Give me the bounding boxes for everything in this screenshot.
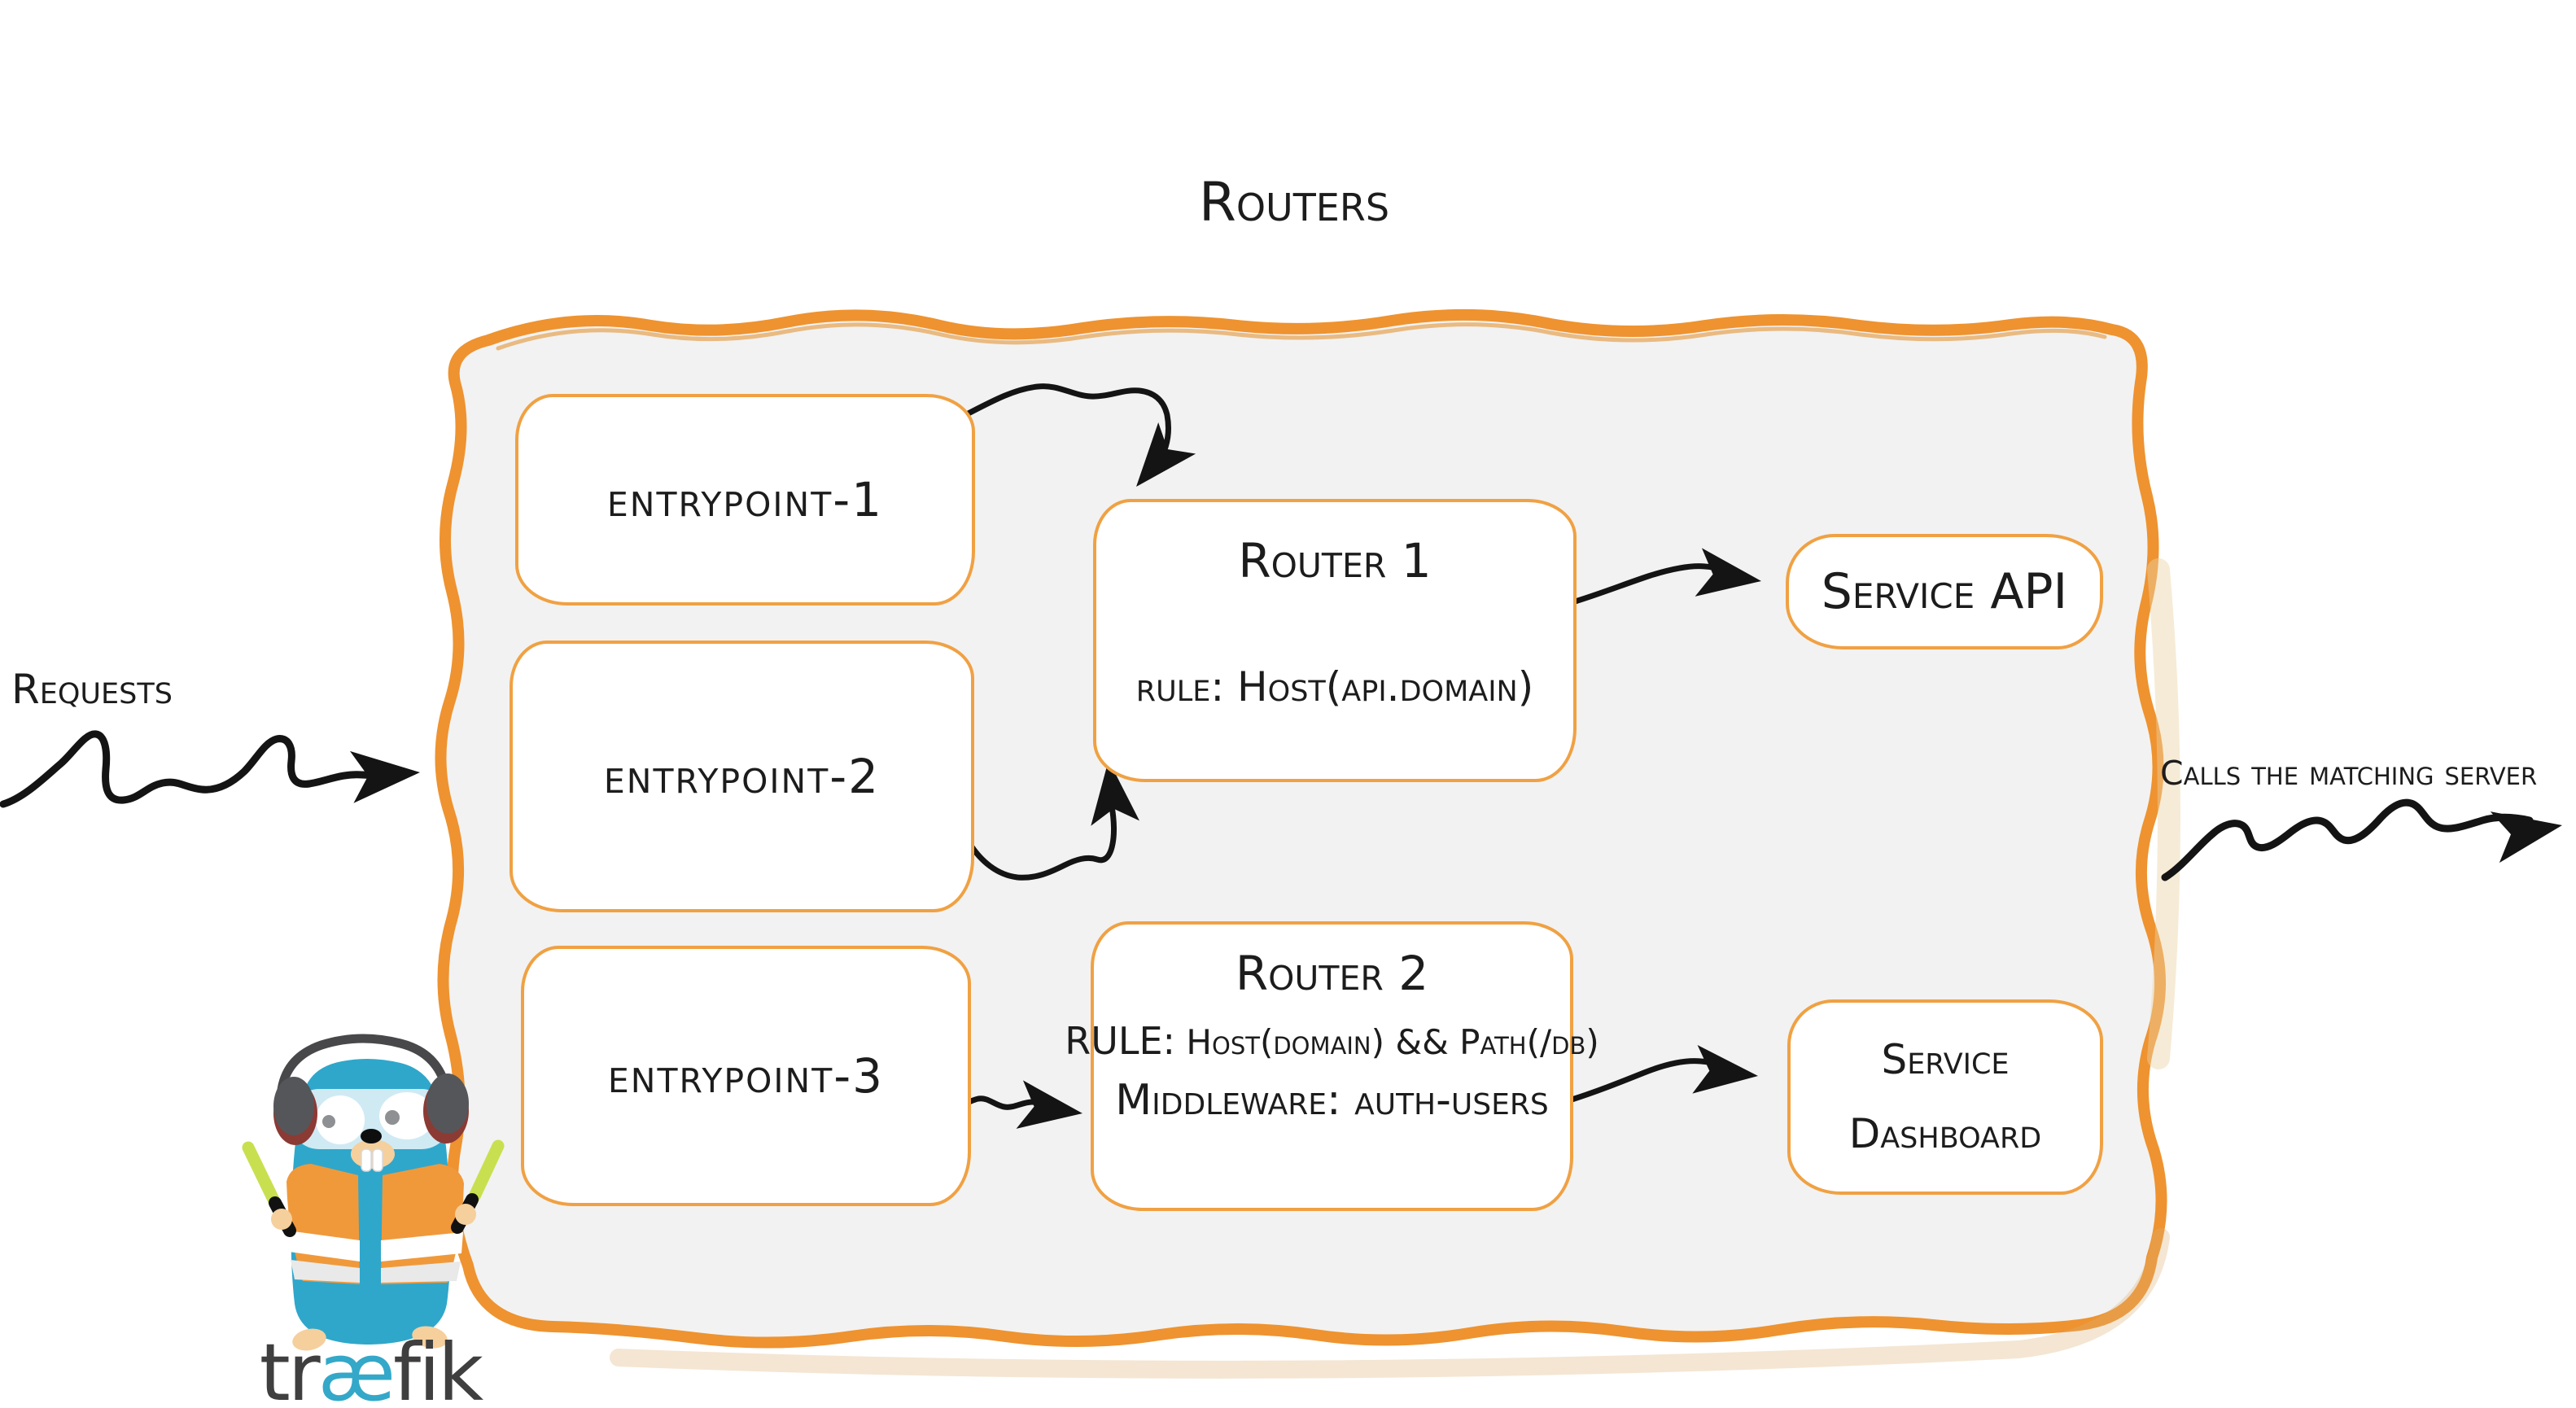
marshalling-wand-icon bbox=[468, 1139, 505, 1203]
gopher-pupil bbox=[322, 1115, 335, 1128]
router-2-middleware: Middleware: auth-users bbox=[1115, 1076, 1549, 1125]
service-api-label: Service API bbox=[1821, 563, 2068, 620]
gopher-hand bbox=[455, 1204, 476, 1225]
vest-stripe bbox=[381, 1232, 463, 1262]
arrowhead-icon bbox=[1695, 548, 1761, 597]
arrowhead-icon bbox=[1136, 422, 1196, 487]
arrowhead-icon bbox=[1091, 760, 1139, 826]
router-2-rule: RULE: Host(domain) && Path(/db) bbox=[1065, 1019, 1599, 1063]
arrow-entrypoint1-to-router1 bbox=[959, 383, 1196, 487]
vest-stripe bbox=[381, 1262, 461, 1283]
service-dashboard-label-line1: Service bbox=[1881, 1036, 2010, 1083]
gopher-hand bbox=[271, 1209, 292, 1230]
service-dashboard-box: Service Dashboard bbox=[1787, 999, 2103, 1195]
router-2-rule-label: RULE: bbox=[1065, 1019, 1176, 1063]
gopher-tooth bbox=[372, 1148, 383, 1172]
traefik-gopher-logo bbox=[242, 1034, 505, 1351]
marshalling-wand-icon bbox=[242, 1141, 280, 1206]
router-2-rule-value: Host(domain) && Path(/db) bbox=[1175, 1022, 1599, 1062]
wordmark-fik: fik bbox=[392, 1327, 483, 1408]
router-1-rule: rule: Host(api.domain) bbox=[1135, 663, 1534, 711]
vest-stripe bbox=[291, 1260, 360, 1283]
gopher-foot bbox=[292, 1328, 326, 1351]
wordmark-tr: tr bbox=[259, 1327, 321, 1408]
service-api-box: Service API bbox=[1786, 534, 2103, 649]
gopher-eye bbox=[316, 1095, 365, 1144]
wordmark-ae: æ bbox=[317, 1327, 396, 1408]
gopher-pupil bbox=[385, 1110, 400, 1125]
arrow-requests-in bbox=[0, 730, 420, 808]
entrypoint-1-label: entrypoint-1 bbox=[606, 472, 884, 527]
ear-muff-icon bbox=[273, 1077, 314, 1135]
calls-the-matching-server-label: Calls the matching server bbox=[2160, 754, 2538, 793]
gopher-nose bbox=[361, 1129, 382, 1143]
router-1-title: Router 1 bbox=[1238, 533, 1432, 588]
gopher-eye bbox=[379, 1092, 435, 1139]
arrowhead-icon bbox=[2490, 811, 2562, 864]
requests-label: Requests bbox=[11, 666, 173, 713]
vest-stripe bbox=[287, 1231, 360, 1262]
page-title: Routers bbox=[1198, 171, 1390, 234]
gopher-tooth bbox=[361, 1148, 372, 1172]
arrowhead-icon bbox=[349, 750, 420, 803]
gopher-foot bbox=[412, 1326, 448, 1349]
headphone-band-icon bbox=[276, 1034, 452, 1102]
traefik-wordmark: træfik bbox=[236, 1327, 505, 1408]
arrowhead-icon bbox=[1692, 1045, 1758, 1094]
entrypoint-2-label: entrypoint-2 bbox=[603, 749, 881, 804]
router-1-box: Router 1 rule: Host(api.domain) bbox=[1093, 499, 1577, 782]
entrypoint-2-box: entrypoint-2 bbox=[510, 641, 974, 912]
arrow-router2-to-service-dashboard bbox=[1566, 1045, 1758, 1104]
entrypoint-3-box: entrypoint-3 bbox=[521, 946, 971, 1206]
router-2-box: Router 2 RULE: Host(domain) && Path(/db)… bbox=[1065, 921, 1599, 1211]
arrow-calls-out bbox=[2161, 798, 2562, 881]
entrypoint-1-box: entrypoint-1 bbox=[515, 394, 975, 606]
arrow-router1-to-service-api bbox=[1569, 548, 1761, 606]
ear-muff-icon bbox=[426, 1073, 469, 1134]
arrow-entrypoint2-to-router1 bbox=[966, 760, 1139, 881]
entrypoint-3-label: entrypoint-3 bbox=[607, 1048, 885, 1104]
service-dashboard-label-line2: Dashboard bbox=[1848, 1110, 2042, 1157]
router-2-title: Router 2 bbox=[1235, 946, 1429, 1001]
arrowhead-icon bbox=[1016, 1080, 1082, 1129]
